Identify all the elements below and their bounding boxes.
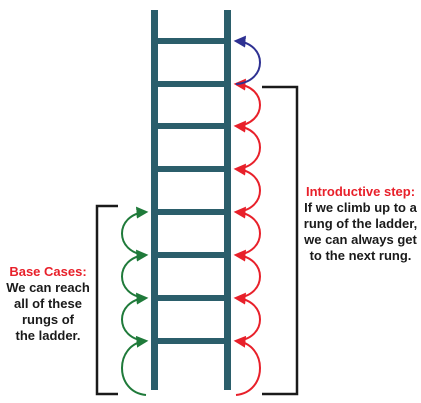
ladder-rung [151, 338, 231, 344]
base-case-arrows [121, 206, 149, 396]
inductive-step-arrow [233, 163, 261, 213]
top-rung-arrow [233, 35, 261, 85]
base-cases-title: Base Cases: [9, 264, 87, 279]
base-case-arrow [121, 292, 149, 342]
base-cases-line-4: the ladder. [15, 328, 81, 343]
base-cases-line-3: rungs of [22, 312, 74, 327]
inductive-step-line-2: rung of the ladder, [303, 216, 418, 231]
inductive-step-line-3: we can always get [304, 232, 417, 247]
base-case-arrow [121, 335, 149, 396]
ladder-right-rail [224, 10, 231, 390]
inductive-step-bracket [262, 85, 299, 396]
top-arrow-group [233, 35, 261, 85]
inductive-step-arrow [233, 292, 261, 342]
inductive-step-arrow [233, 206, 261, 256]
ladder-left-rail [151, 10, 158, 390]
inductive-step-arrow [233, 249, 261, 299]
ladder-rung [151, 123, 231, 129]
base-cases-label: Base Cases: We can reach all of these ru… [0, 264, 96, 344]
inductive-step-label: Introductive step: If we climb up to a r… [300, 184, 421, 264]
inductive-step-arrow [233, 78, 261, 127]
base-case-arrow [121, 249, 149, 299]
ladder-rung [151, 81, 231, 87]
inductive-step-arrow [233, 120, 261, 170]
base-cases-line-2: all of these [14, 296, 82, 311]
ladder-rung [151, 252, 231, 258]
ladder-rung [151, 166, 231, 172]
base-cases-bracket [95, 204, 118, 396]
base-case-arrow [121, 206, 149, 256]
ladder-rungs [151, 38, 231, 344]
inductive-step-line-4: to the next rung. [309, 248, 412, 263]
inductive-step-line-1: If we climb up to a [304, 200, 417, 215]
inductive-step-arrow [233, 335, 261, 396]
base-cases-line-1: We can reach [6, 280, 90, 295]
inductive-step-arrows [233, 78, 261, 396]
ladder-rung [151, 38, 231, 44]
inductive-step-title: Introductive step: [305, 184, 416, 199]
ladder-rung [151, 295, 231, 301]
ladder-rung [151, 209, 231, 215]
